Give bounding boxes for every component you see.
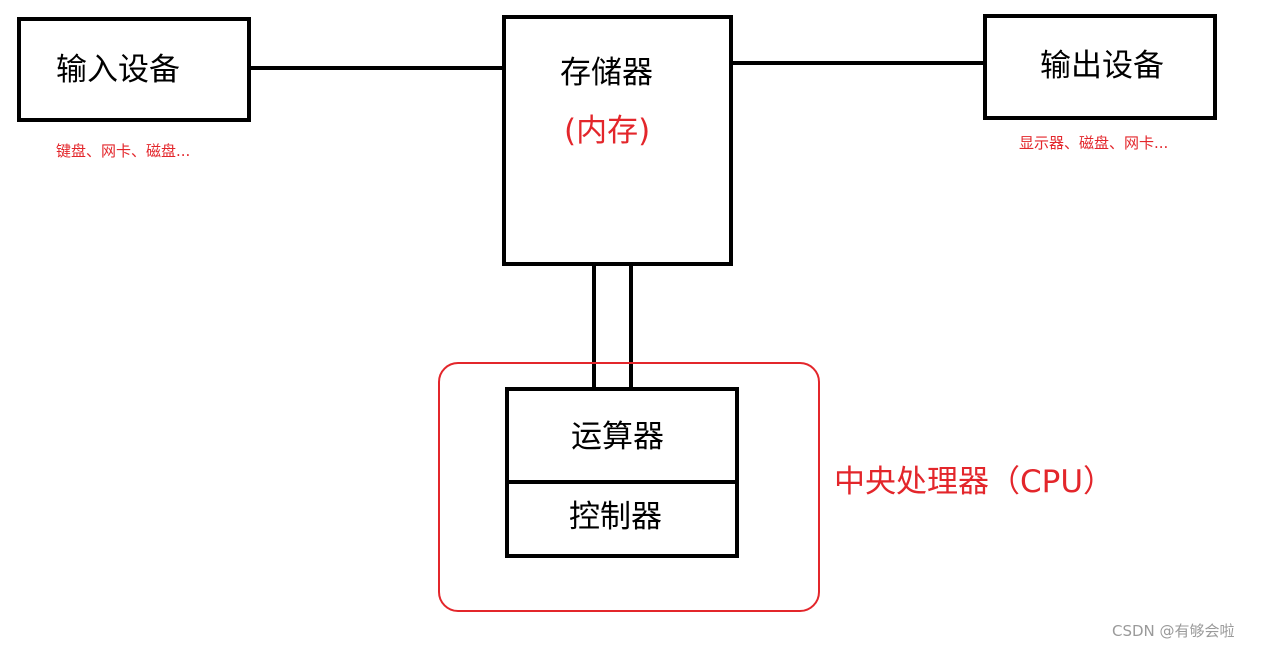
input-device-label: 输入设备 — [56, 52, 180, 88]
control-unit-box — [505, 480, 739, 558]
alu-box — [505, 387, 739, 485]
input-device-box — [17, 17, 251, 122]
output-device-label: 输出设备 — [1040, 48, 1164, 84]
memory-sublabel: (内存) — [564, 113, 651, 149]
watermark: CSDN @有够会啦 — [1112, 622, 1235, 640]
input-device-examples: 键盘、网卡、磁盘... — [56, 142, 191, 160]
memory-box — [502, 15, 733, 266]
cpu-frame — [438, 362, 820, 612]
output-device-box — [983, 14, 1217, 120]
memory-label: 存储器 — [560, 55, 653, 91]
control-unit-label: 控制器 — [569, 499, 662, 535]
cpu-label: 中央处理器（CPU） — [834, 464, 1115, 500]
output-device-examples: 显示器、磁盘、网卡... — [1019, 134, 1169, 152]
alu-label: 运算器 — [571, 419, 664, 455]
